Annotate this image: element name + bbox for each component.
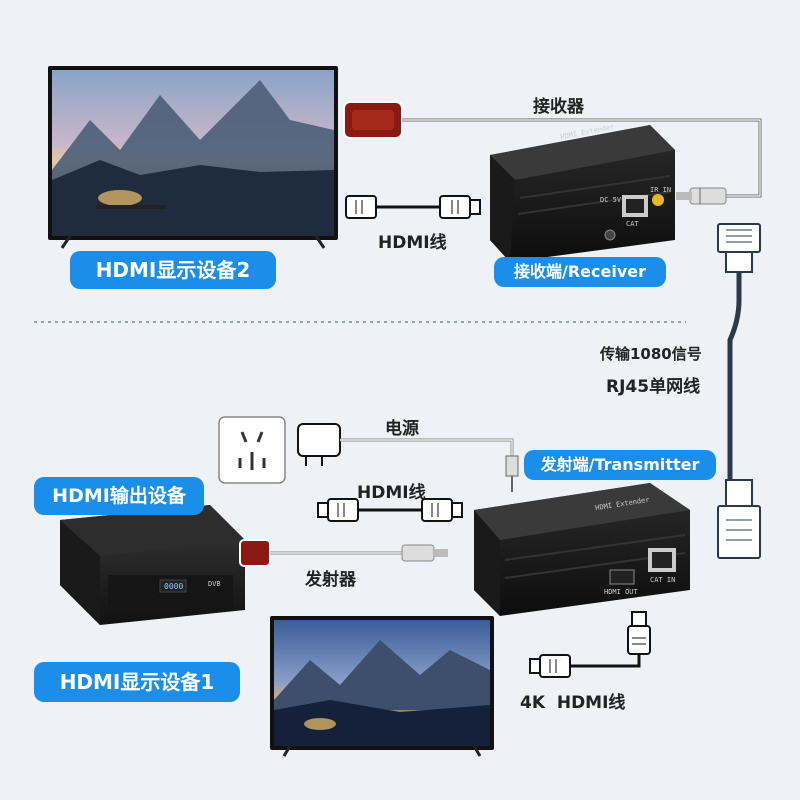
audio-jack-icon-bottom xyxy=(401,544,448,562)
ir-port-label: IR IN xyxy=(650,186,672,194)
transmission-label-1: 传输1080信号 xyxy=(600,345,702,363)
power-label: 电源 xyxy=(385,419,419,439)
transmission-label-2: RJ45单网线 xyxy=(606,377,701,397)
transmitter-label: 发射器 xyxy=(305,570,356,590)
receiver-label: 接收器 xyxy=(533,97,584,117)
dc-port-label: DC 5V xyxy=(600,196,622,204)
cat-in-port-label: CAT IN xyxy=(650,576,676,584)
receiver-tag: 接收端/Receiver xyxy=(494,257,666,287)
stb-display-readout: 0000 xyxy=(164,582,184,591)
ir-receiver-icon xyxy=(343,101,403,139)
hdmi-plug-icon-top xyxy=(345,195,481,219)
hdmi-cable-label-mid: HDMI线 xyxy=(357,483,426,503)
audio-jack-icon-top xyxy=(676,187,727,205)
wall-socket-icon xyxy=(218,416,286,484)
tv-icon-bottom xyxy=(270,616,494,757)
source-device-tag: HDMI输出设备 xyxy=(34,477,204,515)
ir-transmitter-icon xyxy=(239,539,402,567)
extender-box-icon-receiver xyxy=(490,125,675,262)
cat-port-label: CAT xyxy=(626,220,639,228)
display2-tag: HDMI显示设备2 xyxy=(70,251,276,289)
hdmi-out-port-label: HDMI OUT xyxy=(604,588,638,596)
hdmi-plug-icon-mid xyxy=(317,498,463,522)
stb-brand-label: DVB xyxy=(208,580,221,588)
hdmi-4k-cable-label: 4K HDMI线 xyxy=(520,693,626,713)
set-top-box-icon xyxy=(60,505,245,625)
extender-box-icon-transmitter xyxy=(474,483,690,616)
display1-tag: HDMI显示设备1 xyxy=(34,662,240,702)
tv-icon-top xyxy=(48,66,338,249)
hdmi-cable-label-top: HDMI线 xyxy=(378,233,447,253)
power-adapter-icon xyxy=(297,423,519,492)
transmitter-tag: 发射端/Transmitter xyxy=(524,450,716,480)
rj45-plug-icon xyxy=(717,223,761,559)
hdmi-plug-icon-4k xyxy=(529,611,651,678)
